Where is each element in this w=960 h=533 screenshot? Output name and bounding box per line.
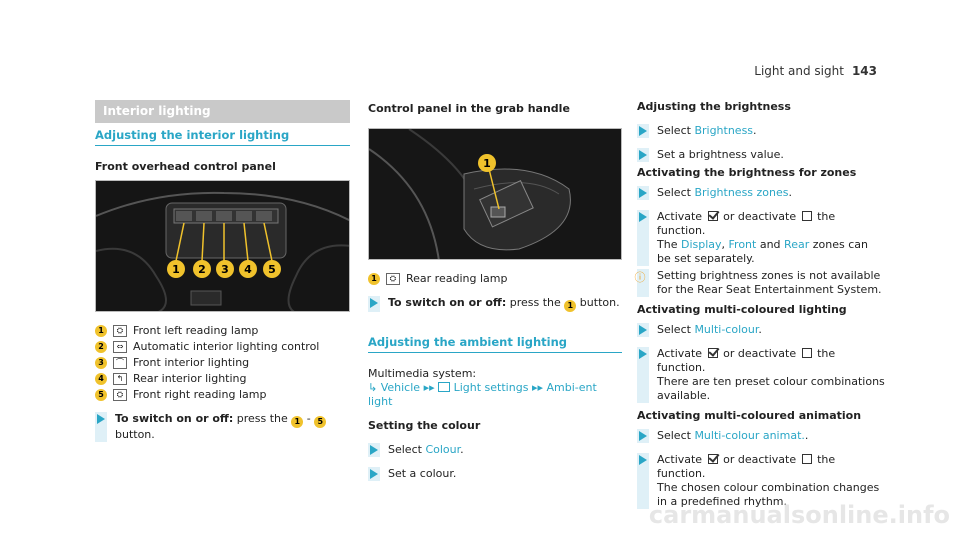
- instruction-step: Select Brightness zones.: [637, 186, 885, 200]
- rear-interior-icon: ↰: [113, 373, 127, 385]
- step-marker: [637, 186, 649, 200]
- menu-path: ↳ Vehicle ▸▸ Light settings ▸▸ Ambi-ent …: [368, 381, 597, 408]
- list-item: 1⛭Rear reading lamp: [368, 272, 622, 286]
- menu-path-intro: Multimedia system:: [368, 367, 477, 380]
- arrow-icon: [639, 150, 647, 160]
- column-middle: Control panel in the grab handle 1 1⛭Rea…: [368, 100, 622, 481]
- step-marker: [637, 453, 649, 509]
- arrow-icon: [639, 188, 647, 198]
- menu-link-brightness-zones[interactable]: Brightness zones: [694, 186, 789, 199]
- instruction-step: Activate or deactivate the function.The …: [637, 453, 885, 509]
- instruction-step: Select Brightness.: [637, 124, 885, 138]
- callout-4: 4: [244, 263, 252, 276]
- instruction-step: Activate or deactivate the function.The …: [637, 210, 885, 266]
- step-marker: [368, 467, 380, 481]
- list-item: 4↰Rear interior lighting: [95, 372, 350, 386]
- grab-handle-illustration: 1: [369, 129, 621, 259]
- menu-link-ambient-light[interactable]: Ambi-ent light: [368, 381, 597, 408]
- grab-handle-figure: 1: [368, 128, 622, 260]
- menu-link-multi-colour[interactable]: Multi-colour: [694, 323, 759, 336]
- menu-link-brightness[interactable]: Brightness: [694, 124, 754, 137]
- instruction-step: Select Multi-colour.: [637, 323, 885, 337]
- checkbox-checked-icon: [707, 454, 718, 464]
- arrow-icon: [370, 445, 378, 455]
- overhead-panel-illustration: 1 2 3 4 5: [96, 181, 349, 311]
- instruction-step: To switch on or off: press the 1 button.: [368, 296, 622, 312]
- step-marker: [637, 347, 649, 403]
- arrow-icon: [370, 298, 378, 308]
- legend-list: 1⛭Front left reading lamp 2⇔Automatic in…: [95, 324, 350, 402]
- figure-heading: Front overhead control panel: [95, 160, 276, 173]
- menu-link-multi-colour-animation[interactable]: Multi-colour animat.: [694, 429, 805, 442]
- step-marker: [368, 296, 380, 312]
- subsection-heading: Activating the brightness for zones: [637, 166, 857, 179]
- menu-link-light-settings[interactable]: Light settings: [453, 381, 529, 394]
- watermark: carmanualsonline.info: [648, 501, 950, 529]
- list-item: 1⛭Front left reading lamp: [95, 324, 350, 338]
- overhead-panel-figure: 1 2 3 4 5: [95, 180, 350, 312]
- reading-lamp-icon: ⛭: [113, 389, 127, 401]
- callout-1: 1: [483, 157, 491, 170]
- step-marker: [637, 124, 649, 138]
- instruction-step: Select Colour.: [368, 443, 622, 457]
- step-marker: [95, 412, 107, 442]
- info-icon: ⓘ: [634, 271, 646, 284]
- reading-lamp-icon: ⛭: [113, 325, 127, 337]
- list-item: 3⌒Front interior lighting: [95, 356, 350, 370]
- step-marker: [637, 210, 649, 266]
- figure-heading: Control panel in the grab handle: [368, 102, 570, 115]
- callout-5: 5: [268, 263, 276, 276]
- instruction-step: Select Multi-colour animat..: [637, 429, 885, 443]
- list-item: 2⇔Automatic interior lighting control: [95, 340, 350, 354]
- arrow-icon: [370, 469, 378, 479]
- callout-1: 1: [172, 263, 180, 276]
- subsection-heading: Activating multi-coloured animation: [637, 409, 862, 422]
- arrow-icon: [97, 414, 105, 424]
- callout-2: 2: [198, 263, 206, 276]
- checkbox-empty-icon: [801, 211, 812, 221]
- section-banner: Interior lighting: [95, 100, 350, 123]
- info-note: ⓘ Setting brightness zones is not availa…: [634, 269, 882, 297]
- checkbox-empty-icon: [801, 348, 812, 358]
- section-heading: Adjusting the interior lighting: [95, 123, 350, 146]
- arrow-icon: [639, 431, 647, 441]
- step-marker: [637, 429, 649, 443]
- page-header: Light and sight 143: [754, 64, 877, 78]
- checkbox-checked-icon: [707, 211, 718, 221]
- section-heading: Adjusting the ambient lighting: [368, 330, 622, 353]
- callout-3: 3: [221, 263, 229, 276]
- menu-link-colour[interactable]: Colour: [425, 443, 461, 456]
- arrow-icon: [639, 212, 647, 222]
- subsection-heading: Adjusting the brightness: [637, 100, 791, 113]
- reading-lamp-icon: ⛭: [386, 273, 400, 285]
- menu-link-rear[interactable]: Rear: [784, 238, 810, 251]
- checkbox-checked-icon: [707, 348, 718, 358]
- checkbox-empty-icon: [801, 454, 812, 464]
- instruction-step: Activate or deactivate the function.Ther…: [637, 347, 885, 403]
- menu-link-vehicle[interactable]: Vehicle: [380, 381, 421, 394]
- instruction-step: Set a colour.: [368, 467, 622, 481]
- arrow-icon: [639, 455, 647, 465]
- auto-lighting-icon: ⇔: [113, 341, 127, 353]
- arrow-icon: [639, 325, 647, 335]
- list-item: 5⛭Front right reading lamp: [95, 388, 350, 402]
- instruction-step: To switch on or off: press the 1 - 5 but…: [95, 412, 350, 442]
- page-number: 143: [851, 64, 877, 78]
- subsection-heading: Activating multi-coloured lighting: [637, 303, 847, 316]
- section-title: Light and sight: [754, 64, 844, 78]
- front-interior-icon: ⌒: [113, 357, 127, 369]
- column-right: Adjusting the brightness Select Brightne…: [634, 100, 885, 509]
- arrow-icon: [639, 126, 647, 136]
- light-settings-icon: [438, 382, 451, 392]
- step-marker: [637, 148, 649, 162]
- instruction-step: Set a brightness value.: [637, 148, 885, 162]
- arrow-icon: [639, 349, 647, 359]
- menu-link-front[interactable]: Front: [728, 238, 757, 251]
- step-marker: [637, 323, 649, 337]
- subsection-heading: Setting the colour: [368, 419, 481, 432]
- column-left: Interior lighting Adjusting the interior…: [95, 100, 350, 442]
- step-marker: [368, 443, 380, 457]
- menu-link-display[interactable]: Display: [680, 238, 722, 251]
